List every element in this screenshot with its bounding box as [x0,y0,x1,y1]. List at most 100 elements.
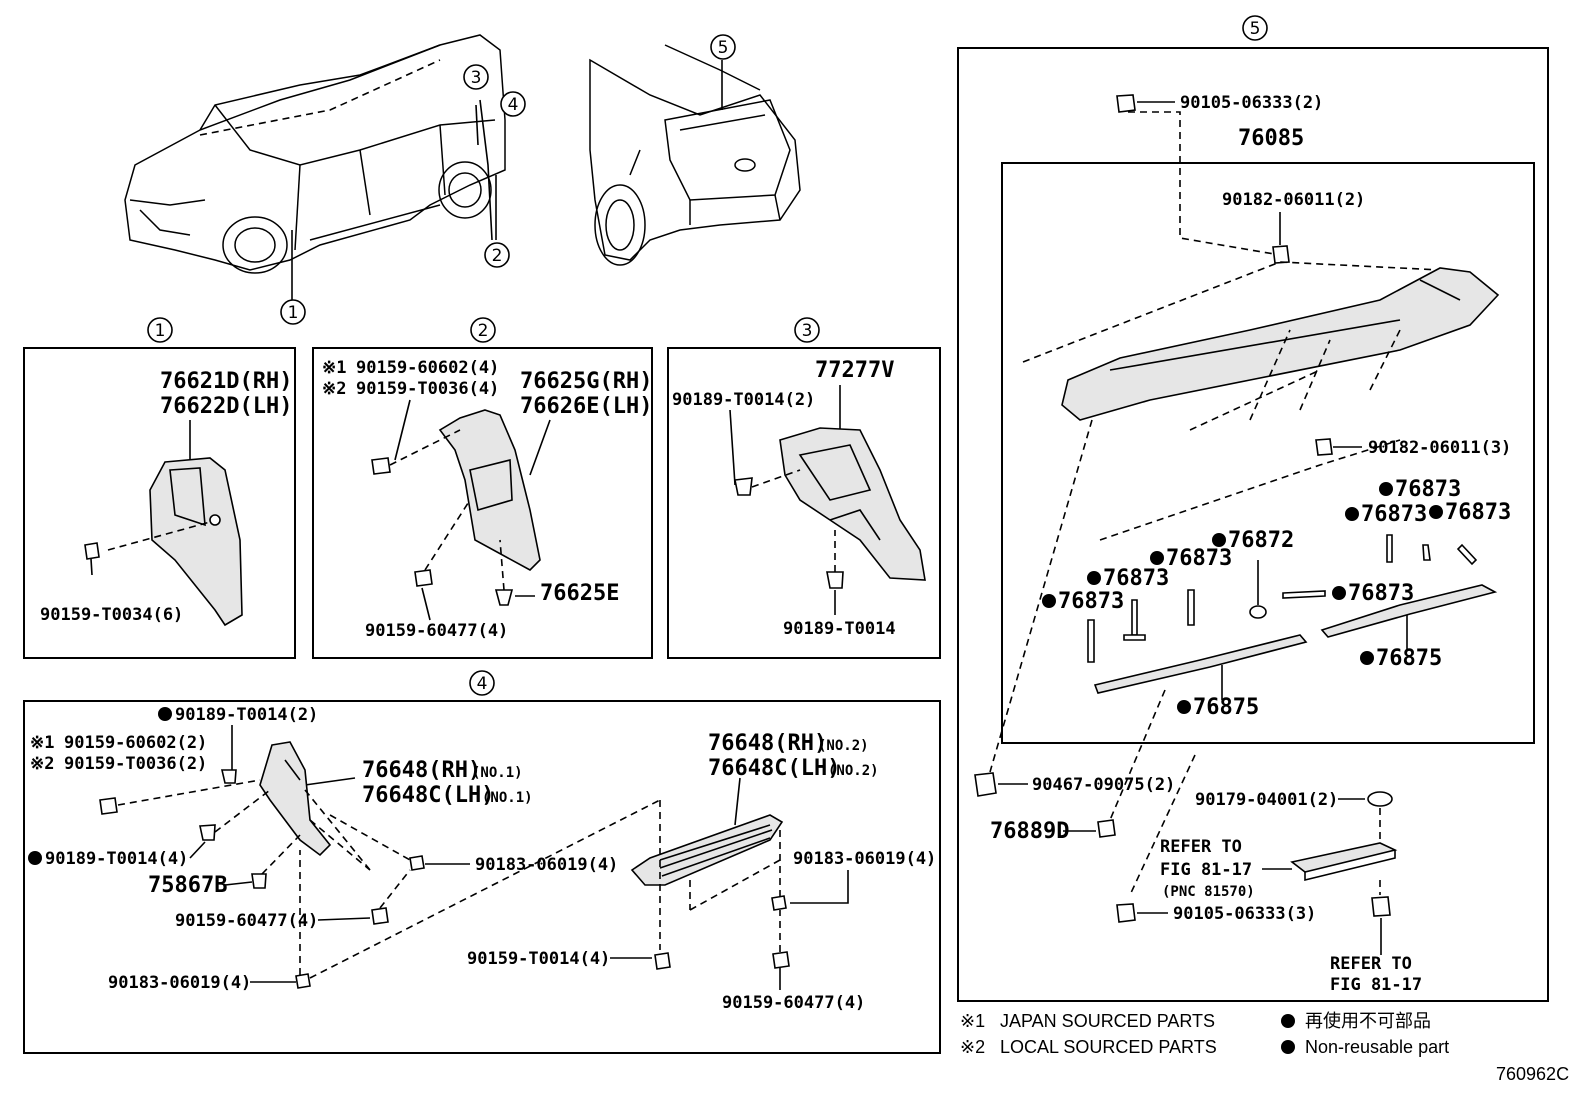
clip-90189-t0014-bottom-icon [826,571,844,589]
screw-90159-60477-right-icon [772,951,790,969]
nut-90183-06019-mid-icon [409,855,425,871]
nut-90183-06019-right-label: 90183-06019(4) [793,849,936,869]
bolt-refer-icon [1371,896,1391,917]
panel-1: 1 76621D(RH) 76622D(LH) 90159-T0034(6) [23,317,296,659]
bracket-76648-no1-shape [259,741,332,857]
screw-90159t0034-label: 90159-T0034(6) [40,605,183,625]
screw-90159-60477-label: 90159-60477(4) [365,621,508,641]
step-plate-76648-no2-shape [630,814,784,886]
refer-a-line3: (PNC 81570) [1162,884,1255,900]
part-75867b-icon [251,873,267,889]
screw-90159-60602-p4-icon [99,797,118,815]
callout-5-rear: 5 [718,38,729,58]
screw-90159-60602-icon [371,457,391,475]
clip-90189-t0014-label: 90189-T0014 [783,619,896,639]
screw-90159-60477-right-label: 90159-60477(4) [722,993,865,1013]
part-76648c-no2-lh-label: 76648C(LH) [708,756,840,781]
refer-a-line1: REFER TO [1160,837,1242,857]
panel-1-callout: 1 [155,321,166,341]
clip-90189-t0014-top-icon [734,477,753,496]
tape-76873-c-icon [1456,543,1478,566]
tape-76873-d-icon [1187,589,1195,626]
clip-76625e-icon [494,589,514,606]
part-76621d-label: 76621D(RH) [160,369,292,394]
part-76648-no1-rh-label: 76648(RH) [362,758,481,783]
clip-76625e-label: 76625E [540,581,619,606]
figure-id: 760962C [1496,1064,1569,1084]
part-77277v-label: 77277V [815,358,894,383]
part-76873-c-label: 76873 [1445,500,1511,525]
panel-5-callout: 5 [1250,19,1261,39]
note2-mark: ※2 [322,379,346,399]
tape-76873-e-base-icon [1123,634,1146,641]
tape-76873-e-icon [1131,599,1138,636]
bolt-90105-06333-top-icon [1116,94,1136,113]
p4-note2-mark: ※2 [30,754,54,774]
no1-rh-tag: (NO.1) [472,765,523,781]
screw-90159-t0036-2-label: 90159-T0036(2) [64,754,207,774]
part-76875-right-label: 76875 [1376,646,1442,671]
clip-90179-04001-2-label: 90179-04001(2) [1195,790,1338,810]
refer-b-line2: FIG 81-17 [1330,975,1422,995]
legend-local-sourced: LOCAL SOURCED PARTS [1000,1037,1217,1057]
no2-rh-tag: (NO.2) [818,738,869,754]
nut-90183-06019-bottom-icon [295,973,311,989]
screw-90159-t0014-label: 90159-T0014(4) [467,949,610,969]
panel-2: 2 ※1 90159-60602(4) ※2 90159-T0036(4) 76… [312,317,653,659]
mudflap-front-shape [149,457,243,627]
nut-90183-06019-mid-label: 90183-06019(4) [475,855,618,875]
screw-90159-60602-2-label: 90159-60602(2) [64,733,207,753]
part-76626e-label: 76626E(LH) [520,394,652,419]
part-76873-a-label: 76873 [1395,477,1461,502]
tape-76873-a-icon [1386,534,1393,563]
screw-90159-60602-label: 90159-60602(4) [356,358,499,378]
part-76622d-label: 76622D(LH) [160,394,292,419]
note1-mark: ※1 [322,358,346,378]
clip-90189-t0014-4-label: 90189-T0014(4) [45,849,188,869]
part-76873-e-label: 76873 [1103,566,1169,591]
nut-90182-06011-top-icon [1272,245,1290,264]
legend-note2-mark: ※2 [960,1037,985,1057]
part-76873-d-label: 76873 [1166,546,1232,571]
legend-non-reusable-jp: 再使用不可部品 [1305,1011,1431,1031]
assy-76085-label: 76085 [1238,126,1304,151]
strip-76875-left-shape [1093,634,1308,694]
spoiler-76085-shape [1061,267,1500,421]
clip-90179-04001-icon [1367,791,1393,807]
part-76872-label: 76872 [1228,528,1294,553]
part-76625g-label: 76625G(RH) [520,369,652,394]
part-76873-g-label: 76873 [1348,581,1414,606]
legend-note1-mark: ※1 [960,1011,985,1031]
callout-4-front: 4 [508,95,519,115]
tape-76873-b-icon [1422,544,1431,561]
panel-2-callout: 2 [478,321,489,341]
tape-76873-f-icon [1087,619,1095,663]
screw-90159-t0036-label: 90159-T0036(4) [356,379,499,399]
clip-90467-09075-2-label: 90467-09075(2) [1032,775,1175,795]
callout-1-front: 1 [288,303,299,323]
clip-90189-t0014-2-p4-label: 90189-T0014(2) [175,705,318,725]
no2-lh-tag: (NO.2) [828,763,879,779]
screw-90159t0034-icon [84,542,100,560]
legend: ※1 JAPAN SOURCED PARTS ※2 LOCAL SOURCED … [960,1011,1569,1084]
clip-90189-t0014-2-label: 90189-T0014(2) [672,390,815,410]
legend-japan-sourced: JAPAN SOURCED PARTS [1000,1011,1215,1031]
clip-90467-09075-icon [974,772,997,797]
refer-a-line2: FIG 81-17 [1160,860,1252,880]
panel-3-callout: 3 [802,321,813,341]
liner-77277v-shape [779,427,926,581]
part-75867b-label: 75867B [148,873,227,898]
part-76872-icon [1249,605,1267,619]
part-76648-no2-rh-label: 76648(RH) [708,731,827,756]
clip-76889d-icon [1097,819,1116,838]
nut-90182-06011-right-icon [1315,438,1333,456]
panel-3: 3 77277V 90189-T0014(2) 90189-T0014 [667,317,941,659]
no1-lh-tag: (NO.1) [482,790,533,806]
bolt-90105-06333-3-label: 90105-06333(3) [1173,904,1316,924]
nut-90183-06019-right-icon [771,895,787,911]
mudflap-rear-shape [438,409,541,571]
vehicle-callouts: 1 2 3 4 5 [280,34,736,325]
part-76873-f-label: 76873 [1058,589,1124,614]
nut-90182-06011-3-label: 90182-06011(3) [1368,438,1511,458]
